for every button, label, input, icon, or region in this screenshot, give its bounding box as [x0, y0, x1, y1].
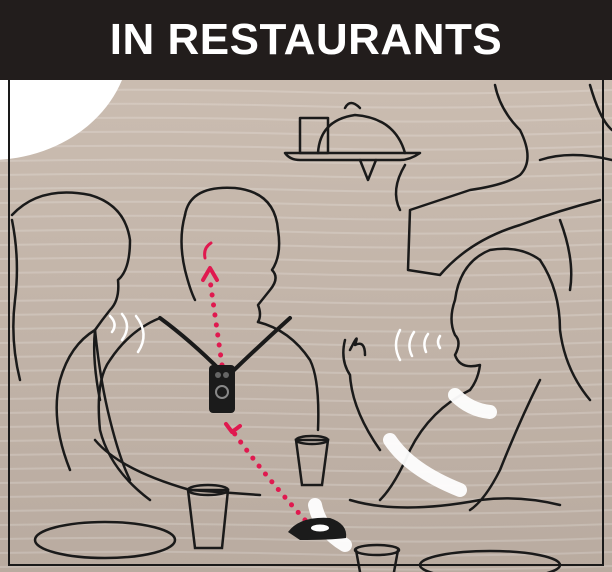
neck-loop-receiver-icon: [209, 365, 235, 413]
page-title: IN RESTAURANTS: [110, 15, 502, 65]
title-bar: IN RESTAURANTS: [0, 0, 612, 80]
